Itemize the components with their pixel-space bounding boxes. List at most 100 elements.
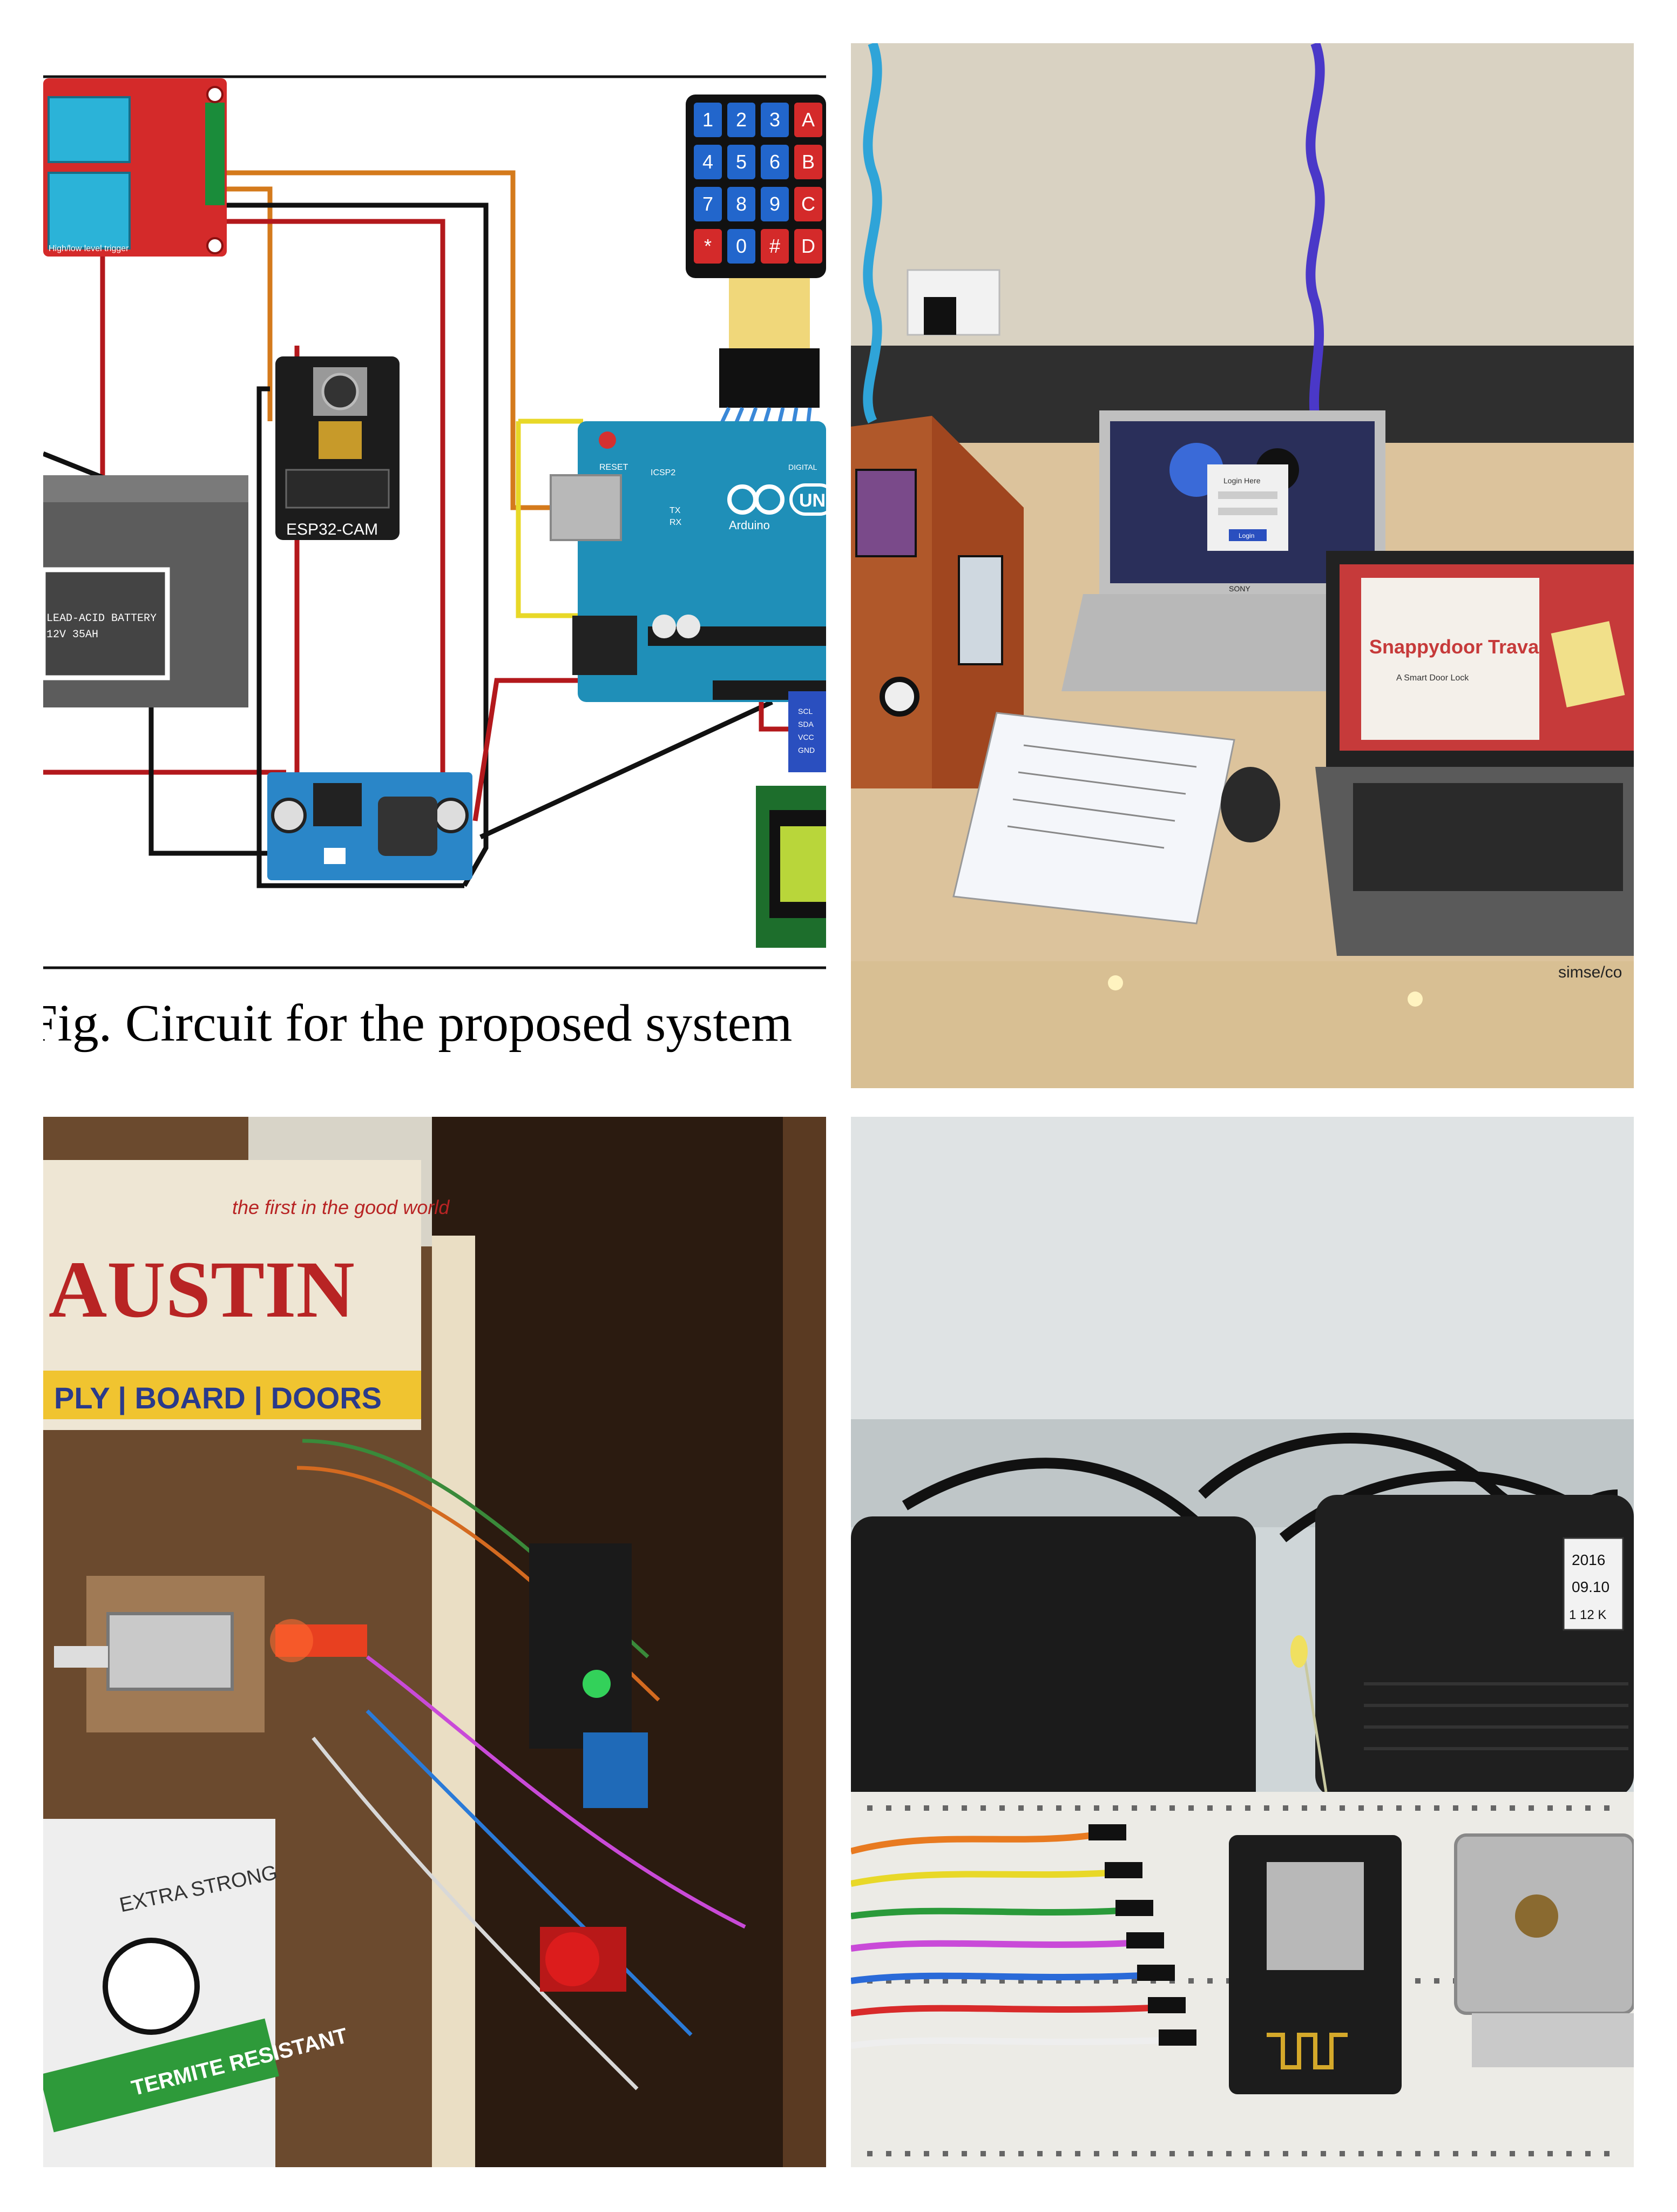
i2c-pin-gnd: GND (798, 746, 815, 754)
breadboard-hole (1283, 2151, 1288, 2156)
breadboard-hole (943, 1805, 948, 1811)
breadboard-hole (1188, 1805, 1194, 1811)
breadboard-hole (1302, 1805, 1307, 1811)
i2c-lcd-adapter: SCL SDA VCC GND (788, 691, 826, 772)
solenoid-lock (54, 1576, 265, 1732)
mouse (1221, 767, 1280, 842)
arduino-icsp-label: ICSP2 (651, 468, 675, 477)
controller-board (529, 1543, 632, 1749)
laptop-brand: SONY (1229, 584, 1250, 593)
breadboard-hole (1075, 2151, 1080, 2156)
breadboard-hole (1169, 1805, 1175, 1811)
breadboard-hole (867, 1805, 873, 1811)
breadboard-hole (999, 1805, 1005, 1811)
breadboard-hole (1113, 1805, 1118, 1811)
breadboard-hole (1075, 1805, 1080, 1811)
keypad-key (727, 145, 755, 179)
breadboard-hole (1529, 2151, 1534, 2156)
sticker-line-1: 2016 (1572, 1552, 1605, 1568)
arduino-rx-label: RX (670, 518, 682, 527)
breadboard-hole (1529, 1805, 1534, 1811)
esp32-cam-label: ESP32-CAM (286, 521, 378, 538)
breadboard-hole (1132, 1978, 1137, 1984)
sticker-line-3: 1 12 K (1569, 1608, 1606, 1622)
lcd-display (756, 786, 826, 948)
breadboard-hole (1264, 2151, 1269, 2156)
breadboard-hole (1491, 1805, 1496, 1811)
arduino-tx-label: TX (670, 506, 681, 515)
breadboard-hole (1151, 1805, 1156, 1811)
lead-acid-battery: LEAD-ACID BATTERY 12V 35AH (43, 475, 248, 707)
arduino-reset-label: RESET (599, 463, 628, 472)
breadboard-hole (1056, 2151, 1061, 2156)
breadboard-hole (1415, 1805, 1421, 1811)
breadboard-hole (1018, 1805, 1024, 1811)
breadboard-hole (1075, 1978, 1080, 1984)
battery-label-line1: LEAD-ACID BATTERY (46, 612, 157, 625)
breadboard-hole (924, 2151, 929, 2156)
breadboard-hole (1094, 1805, 1099, 1811)
breadboard-hole (1491, 2151, 1496, 2156)
breadboard-hole (1018, 1978, 1024, 1984)
breadboard-hole (1453, 1805, 1458, 1811)
circuit-diagram: High/low level trigger LEAD-ACID BATTERY… (43, 75, 826, 969)
breadboard-hole (980, 2151, 986, 2156)
breadboard-hole (886, 1978, 891, 1984)
keypad-key (727, 103, 755, 137)
arduino-uno: RESET ICSP2 DIGITAL TX RX UNO Arduino (550, 421, 826, 702)
i2c-pin-vcc: VCC (798, 733, 814, 741)
breadboard-hole (1415, 1978, 1421, 1984)
keypad-key (694, 103, 722, 137)
breadboard-hole (1226, 2151, 1232, 2156)
breadboard-hole (1604, 1805, 1610, 1811)
arduino-brand-label: Arduino (729, 518, 770, 532)
keypad-key (694, 229, 722, 264)
relay-module: High/low level trigger (43, 78, 227, 257)
breadboard-hole (905, 2151, 910, 2156)
sticker-brand: AUSTIN (49, 1245, 355, 1334)
keypad-key-label: 8 (736, 193, 747, 215)
presentation-title: Snappydoor Trava (1369, 636, 1539, 658)
components-illustration: 2016 09.10 1 12 K (851, 1117, 1634, 2167)
arduino-infinity-icon (727, 484, 785, 515)
breadboard-hole (1113, 2151, 1118, 2156)
breadboard-hole (1056, 1805, 1061, 1811)
keypad-key-label: 5 (736, 151, 747, 173)
components-photo: 2016 09.10 1 12 K (851, 1117, 1634, 2167)
desk-setup-photo: Login Here Login SONY Snappydoor Trava A… (851, 43, 1634, 1088)
keypad-key-label: * (704, 235, 712, 257)
breadboard-hole (1245, 2151, 1250, 2156)
breadboard-hole (1188, 1978, 1194, 1984)
breadboard-hole (1415, 2151, 1421, 2156)
breadboard-hole (1566, 1805, 1572, 1811)
breadboard-hole (962, 1978, 967, 1984)
keypad-key (727, 187, 755, 221)
breadboard-hole (962, 1805, 967, 1811)
keypad-key (794, 229, 822, 264)
breadboard-hole (1434, 1805, 1439, 1811)
breadboard-hole (1377, 1805, 1383, 1811)
breadboard-hole (867, 2151, 873, 2156)
relay-label: High/low level trigger (49, 244, 129, 253)
breadboard-hole (1604, 2151, 1610, 2156)
sticker-line-2: 09.10 (1572, 1579, 1610, 1595)
breadboard-hole (1434, 1978, 1439, 1984)
breadboard-hole (905, 1978, 910, 1984)
login-button: Login (1239, 532, 1254, 539)
breadboard-hole (1396, 1805, 1402, 1811)
presentation-subtitle: A Smart Door Lock (1396, 673, 1469, 683)
keypad-key-label: 3 (769, 109, 780, 131)
breadboard-hole (1245, 1805, 1250, 1811)
jumper-wires (851, 1832, 1165, 2049)
breadboard-hole (1132, 1805, 1137, 1811)
power-adapter-left (851, 1516, 1256, 1813)
breadboard-hole (1585, 2151, 1591, 2156)
keypad-key-label: 9 (769, 193, 780, 215)
keypad-key (727, 229, 755, 264)
keypad-key (761, 187, 789, 221)
breadboard-hole (1037, 2151, 1043, 2156)
keypad-key-label: D (801, 235, 815, 257)
breadboard-hole (1340, 1805, 1345, 1811)
